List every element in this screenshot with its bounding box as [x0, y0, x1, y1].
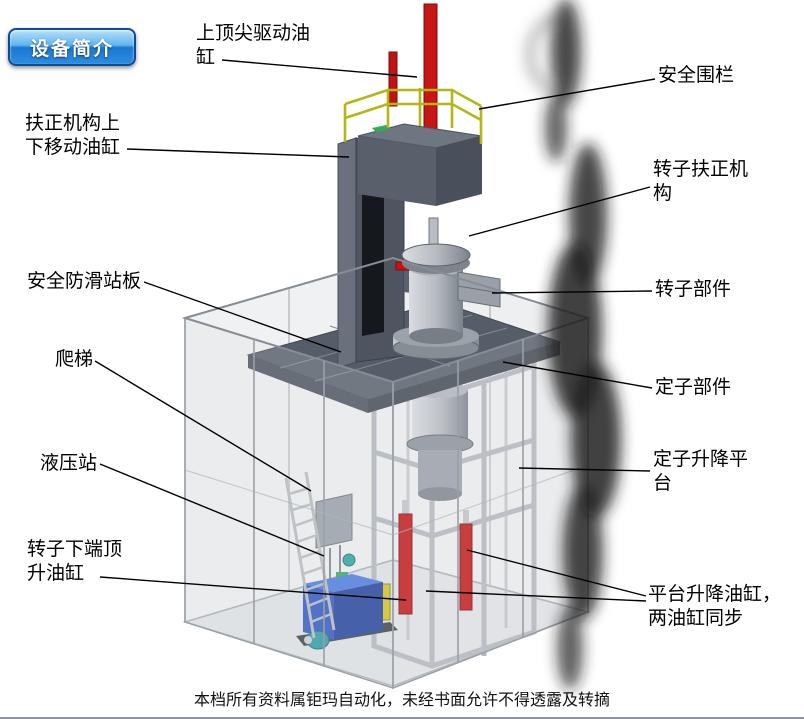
top-drive-rods — [388, 3, 438, 131]
callout-centering-updown: 扶正机构上 下移动油缸 — [25, 113, 121, 158]
callout-rotor-jack-cylinder: 转子下端顶 升油缸 — [27, 539, 123, 584]
leader-stator-lift — [518, 467, 651, 472]
callout-safety-fence: 安全围栏 — [658, 65, 735, 86]
leader-rotor-component — [491, 290, 653, 294]
shadow-smudge — [525, 0, 621, 690]
head-carriage — [357, 123, 483, 206]
leader-centering-updown — [126, 148, 350, 158]
leader-hydraulic-station — [99, 463, 325, 557]
callout-ladder: 爬梯 — [55, 349, 94, 370]
callout-anti-slip-platform: 安全防滑站板 — [27, 271, 142, 292]
callout-rotor-component: 转子部件 — [655, 279, 732, 300]
callout-top-drive-cylinder: 上顶尖驱动油 缸 — [196, 23, 311, 68]
leader-platform-cyl-a — [466, 549, 647, 597]
leader-ladder — [94, 360, 312, 492]
leader-top-drive-cylinder — [221, 59, 418, 78]
copyright-footer: 本档所有资料属钜玛自动化，未经书面允许不得透露及转摘 — [193, 692, 610, 709]
leader-stator-component — [502, 361, 653, 389]
leader-rotor-jack — [99, 576, 407, 601]
callout-hydraulic-station: 液压站 — [40, 453, 98, 474]
callout-stator-lift-platform: 定子升降平 台 — [653, 449, 749, 494]
leader-platform-cyl-b — [425, 590, 647, 602]
callout-stator-component: 定子部件 — [655, 377, 732, 398]
safety-fence-railing — [343, 88, 483, 144]
callout-rotor-centering: 转子扶正机 构 — [653, 159, 749, 204]
platform-lift-cylinders — [398, 500, 473, 615]
equipment-intro-badge: 设备简介 — [8, 28, 136, 66]
callout-platform-lift-cylinders: 平台升降油缸， 两油缸同步 — [648, 584, 782, 629]
leader-lines — [94, 59, 656, 602]
leader-anti-slip — [143, 281, 342, 353]
leader-rotor-centering — [468, 186, 651, 237]
leader-safety-fence — [478, 78, 656, 110]
